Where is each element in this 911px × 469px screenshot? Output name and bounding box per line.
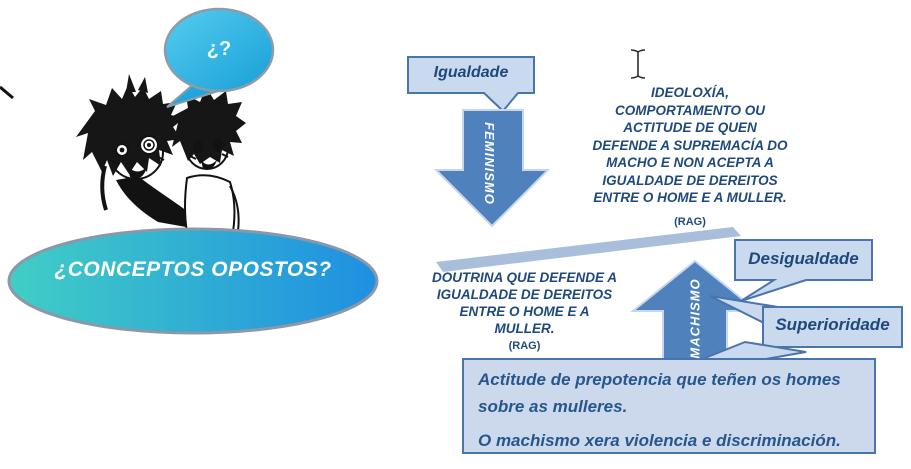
main-question-text: ¿CONCEPTOS OPOSTOS? [54, 258, 332, 281]
question-bubble-shape[interactable] [163, 7, 275, 108]
machismo-description-p2: O machismo xera violencia e discriminaci… [478, 431, 841, 450]
text-cursor-icon [630, 49, 646, 79]
machismo-definition-text[interactable]: IDEOLOXÍA, COMPORTAMENTO OU ACTITUDE DE … [592, 85, 788, 205]
igualdade-callout-shape[interactable] [407, 56, 535, 113]
desigualdade-label: Desigualdade [748, 249, 859, 268]
manga-characters-illustration[interactable] [76, 72, 246, 233]
stray-ink-mark [0, 85, 14, 100]
feminismo-definition-text[interactable]: DOUTRINA QUE DEFENDE A IGUALDADE DE DERE… [431, 270, 617, 336]
superioridade-label: Superioridade [775, 315, 890, 334]
machismo-description-box[interactable] [462, 358, 876, 454]
igualdade-label: Igualdade [433, 64, 509, 81]
desigualdade-callout-shape[interactable] [734, 239, 873, 302]
feminismo-definition-source: (RAG) [508, 340, 541, 352]
machismo-arrow-label: MACHISMO [687, 278, 703, 359]
superioridade-callout-shape[interactable] [762, 306, 903, 348]
feminismo-arrow-label: FEMINISMO [482, 122, 497, 205]
feminismo-arrow[interactable] [433, 109, 551, 228]
machismo-definition-source: (RAG) [674, 216, 706, 228]
main-question-oval[interactable] [7, 227, 379, 335]
question-bubble-text: ¿? [206, 38, 232, 60]
balance-bar[interactable] [436, 227, 741, 272]
machismo-description-p1: Actitude de prepotencia que teñen os hom… [478, 370, 841, 416]
